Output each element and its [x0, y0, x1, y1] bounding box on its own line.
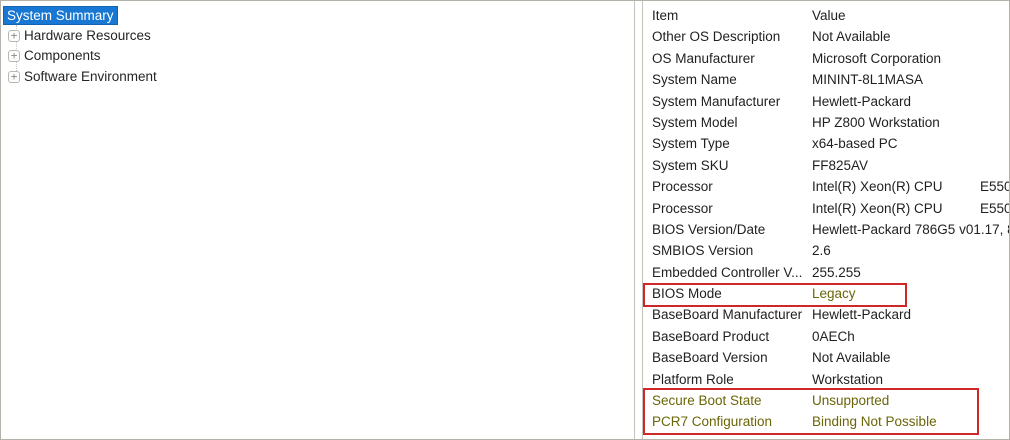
tree: System Summary + Hardware Resources + Compon… [1, 5, 634, 87]
row-item: BIOS Mode [652, 286, 722, 302]
sidebar-item-label: Components [24, 48, 101, 63]
table-row[interactable]: BIOS Mode Legacy [643, 283, 1009, 304]
table-row[interactable]: Other OS Description Not Available [643, 26, 1009, 47]
row-item: Platform Role [652, 371, 734, 387]
row-item: System Model [652, 114, 738, 130]
row-item: BIOS Version/Date [652, 221, 766, 237]
sidebar-item-label: Hardware Resources [24, 27, 151, 43]
table-row[interactable]: SMBIOS Version 2.6 [643, 240, 1009, 261]
row-value: 255.255 [812, 264, 861, 280]
category-tree-pane: System Summary + Hardware Resources + Compon… [1, 1, 635, 439]
row-value: Not Available [812, 350, 891, 366]
sidebar-item-components[interactable]: + Components [1, 46, 634, 67]
row-value: MININT-8L1MASA [812, 72, 924, 88]
row-value: Not Available [812, 29, 891, 45]
row-value: 2.6 [812, 243, 831, 259]
row-item: System Type [652, 136, 730, 152]
sidebar-item-system-summary[interactable]: System Summary [1, 5, 634, 26]
selected-tree-item[interactable]: System Summary [3, 5, 118, 25]
table-row[interactable]: System Manufacturer Hewlett-Packard [643, 91, 1009, 112]
table-row[interactable]: Embedded Controller V... 255.255 [643, 262, 1009, 283]
row-value: x64-based PC [812, 136, 898, 152]
row-item: PCR7 Configuration [652, 414, 773, 430]
row-item: Other OS Description [652, 29, 781, 45]
sidebar-item-label: Software Environment [24, 68, 157, 84]
row-value: Unsupported [812, 393, 890, 409]
row-value: Intel(R) Xeon(R) CPU E5506 [812, 200, 1009, 216]
table-row[interactable]: OS Manufacturer Microsoft Corporation [643, 48, 1009, 69]
row-item: OS Manufacturer [652, 50, 755, 66]
table-row[interactable]: System Model HP Z800 Workstation [643, 112, 1009, 133]
table-row[interactable]: System SKU FF825AV [643, 155, 1009, 176]
row-item: System Name [652, 72, 737, 88]
expand-icon[interactable]: + [8, 50, 20, 63]
row-value: Intel(R) Xeon(R) CPU E5506 [812, 179, 1009, 195]
row-value: Hewlett-Packard [812, 93, 912, 109]
table-row[interactable]: Secure Boot State Unsupported [643, 390, 1009, 411]
table-row[interactable]: Processor Intel(R) Xeon(R) CPU E5506 [643, 176, 1009, 197]
row-item: Processor [652, 200, 713, 216]
row-value: Workstation [812, 371, 884, 387]
sidebar-item-software-environment[interactable]: + Software Environment [1, 67, 634, 88]
row-value: 0AECh [812, 328, 855, 344]
column-header-value[interactable]: Value [812, 8, 846, 23]
row-value: Hewlett-Packard 786G5 v01.17, 8/ [812, 221, 1009, 237]
row-value: Legacy [812, 286, 856, 302]
table-row[interactable]: BaseBoard Product 0AECh [643, 326, 1009, 347]
row-value: HP Z800 Workstation [812, 114, 940, 130]
sidebar-item-hardware-resources[interactable]: + Hardware Resources [1, 26, 634, 47]
row-value: FF825AV [812, 157, 869, 173]
table-row[interactable]: System Name MININT-8L1MASA [643, 69, 1009, 90]
row-item: Processor [652, 179, 713, 195]
table-header-row: Item Value [643, 5, 1009, 26]
table-row[interactable]: BIOS Version/Date Hewlett-Packard 786G5 v… [643, 219, 1009, 240]
row-item: System SKU [652, 157, 729, 173]
row-value: Hewlett-Packard [812, 307, 912, 323]
pane-splitter[interactable] [635, 1, 642, 439]
column-header-item[interactable]: Item [652, 8, 679, 23]
row-item: BaseBoard Product [652, 328, 770, 344]
row-item: SMBIOS Version [652, 243, 754, 259]
row-item: System Manufacturer [652, 93, 781, 109]
row-value: Microsoft Corporation [812, 50, 942, 66]
table-row[interactable]: System Type x64-based PC [643, 133, 1009, 154]
row-item: Embedded Controller V... [652, 264, 803, 280]
row-item: Secure Boot State [652, 393, 762, 409]
table-row[interactable]: BaseBoard Manufacturer Hewlett-Packard [643, 304, 1009, 325]
table-row[interactable]: Platform Role Workstation [643, 369, 1009, 390]
table-row[interactable]: Processor Intel(R) Xeon(R) CPU E5506 [643, 198, 1009, 219]
expand-icon[interactable]: + [8, 70, 20, 83]
row-value: Binding Not Possible [812, 414, 937, 430]
table-row[interactable]: BaseBoard Version Not Available [643, 347, 1009, 368]
table-row[interactable]: PCR7 Configuration Binding Not Possible [643, 411, 1009, 432]
row-item: BaseBoard Manufacturer [652, 307, 803, 323]
row-item: BaseBoard Version [652, 350, 768, 366]
expand-icon[interactable]: + [8, 29, 20, 42]
